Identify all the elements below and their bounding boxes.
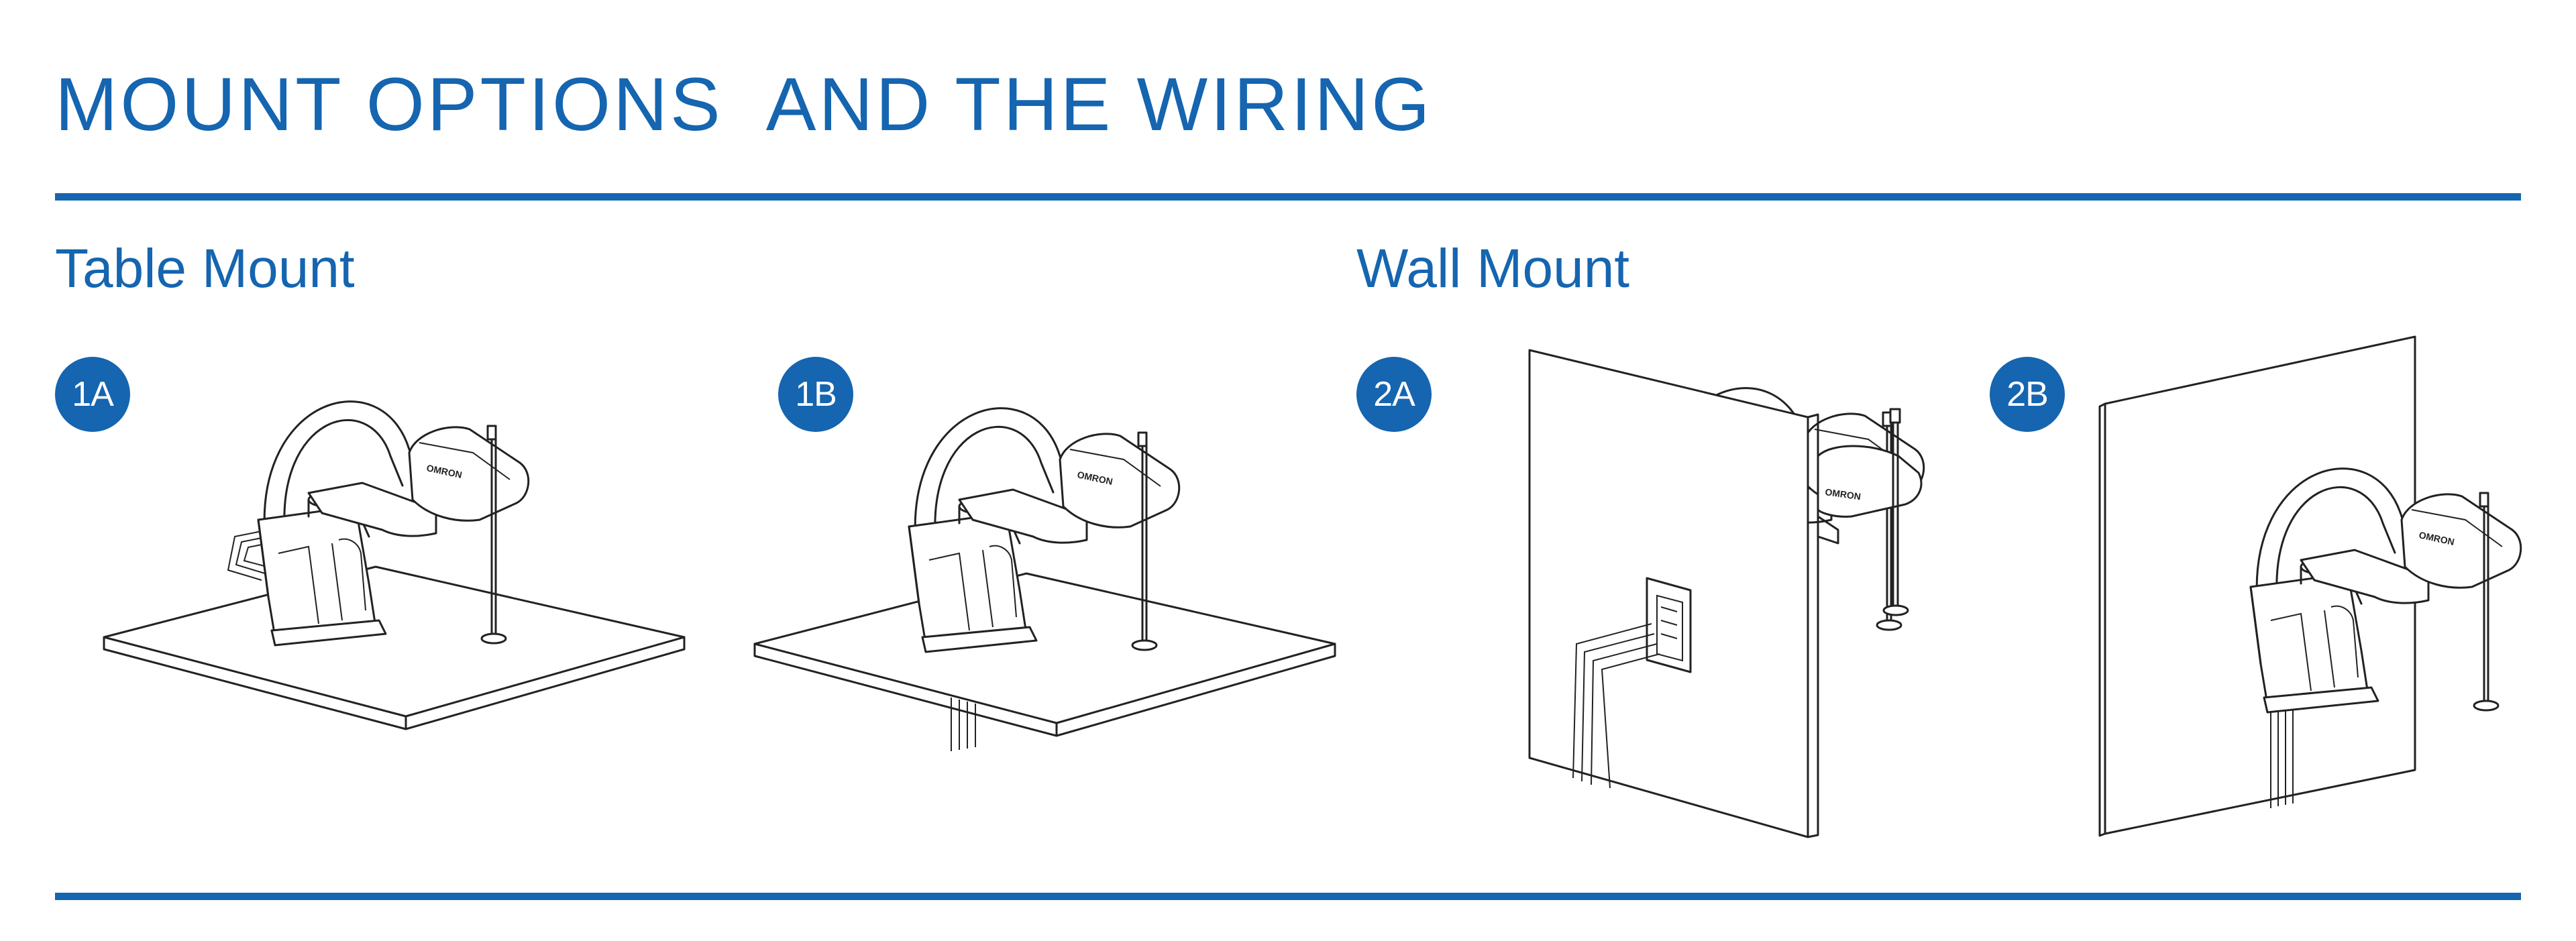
section-heading-table-mount: Table Mount: [55, 238, 355, 299]
illustration-1a: [104, 400, 684, 729]
footer-divider: [55, 893, 2521, 900]
option-badge-1a: 1A: [55, 357, 130, 432]
svg-text:OMRON: OMRON: [1825, 486, 1862, 502]
title-divider: [55, 193, 2521, 201]
page-title: MOUNT OPTIONS AND THE WIRING: [55, 62, 1433, 146]
option-badge-2a: 2A: [1356, 357, 1432, 432]
illustration-2a: OMRON: [1529, 350, 1925, 837]
section-heading-wall-mount: Wall Mount: [1356, 238, 1630, 299]
option-badge-1b: 1B: [778, 357, 853, 432]
illustration-2b: [2100, 337, 2522, 836]
illustration-1b: [755, 407, 1335, 751]
option-badge-2b: 2B: [1990, 357, 2065, 432]
